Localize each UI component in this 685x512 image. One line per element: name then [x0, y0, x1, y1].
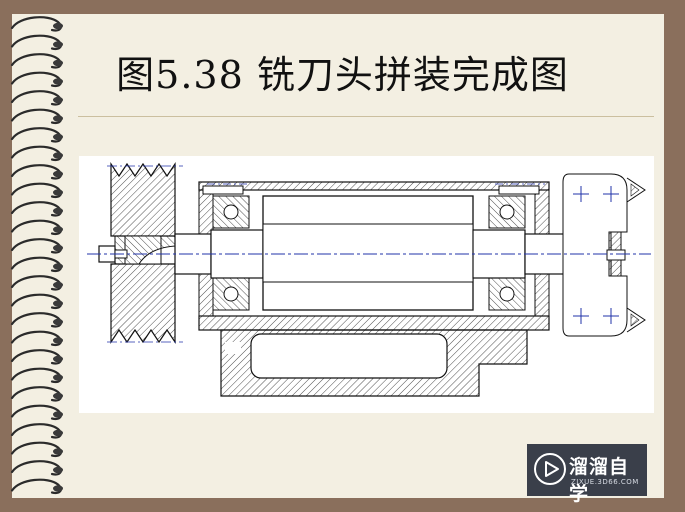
- binding-hole: [53, 374, 63, 381]
- binding-hole: [53, 115, 63, 122]
- binding-hole: [53, 41, 63, 48]
- spiral-coil: [10, 34, 62, 51]
- spiral-coil: [10, 256, 62, 273]
- spiral-coil: [10, 201, 62, 217]
- spiral-coil: [10, 423, 62, 439]
- spiral-coil: [10, 386, 62, 402]
- spiral-coil: [10, 349, 62, 365]
- spiral-coil: [10, 312, 62, 328]
- title-divider: [78, 116, 654, 117]
- spiral-coil: [10, 460, 62, 476]
- spiral-coil: [10, 478, 62, 495]
- binding-hole: [53, 189, 63, 196]
- bearing-right: [488, 195, 526, 311]
- housing: [198, 181, 550, 397]
- watermark-url: ZIXUE.3D66.COM: [571, 478, 639, 486]
- spiral-coil: [10, 108, 62, 125]
- binding-hole: [53, 96, 63, 104]
- bearing-left: [212, 195, 250, 311]
- play-logo-icon: [534, 453, 566, 485]
- watermark-badge: 溜溜自学 ZIXUE.3D66.COM: [527, 444, 647, 505]
- binding-hole: [53, 78, 63, 85]
- spiral-coil: [10, 53, 62, 69]
- binding-hole: [53, 244, 63, 252]
- spiral-coil: [10, 275, 62, 291]
- cover-screws: [202, 183, 545, 195]
- binding-hole: [53, 392, 63, 400]
- binding-hole: [53, 429, 63, 437]
- spiral-coil: [10, 441, 62, 458]
- page-title: 图5.38 铣刀头拼装完成图: [116, 53, 569, 97]
- spiral-coil: [10, 16, 62, 32]
- milling-cutter: [562, 173, 646, 337]
- assembly-drawing: [79, 156, 654, 413]
- binding-hole: [53, 411, 63, 418]
- binding-hole: [53, 59, 63, 67]
- spiral-coil: [10, 219, 62, 236]
- spiral-coil: [10, 127, 62, 143]
- binding-hole: [53, 466, 63, 474]
- watermark-name: 溜溜自学: [569, 456, 630, 505]
- binding-hole: [53, 226, 63, 233]
- binding-hole: [53, 207, 63, 215]
- spiral-coil: [10, 145, 62, 162]
- spiral-coil: [10, 367, 62, 384]
- binding-hole: [53, 22, 63, 30]
- spiral-binding: [10, 16, 63, 495]
- binding-hole: [53, 152, 63, 159]
- binding-hole: [53, 318, 63, 326]
- spiral-coil: [10, 404, 62, 421]
- binding-hole: [53, 300, 63, 307]
- milling-head-assembly-svg: [87, 162, 651, 397]
- spiral-coil: [10, 182, 62, 199]
- spiral-coil: [10, 90, 62, 106]
- binding-hole: [53, 448, 63, 455]
- binding-hole: [53, 337, 63, 344]
- binding-hole: [53, 281, 63, 289]
- spiral-coil: [10, 71, 62, 88]
- spiral-coil: [10, 293, 62, 310]
- binding-hole: [53, 263, 63, 270]
- binding-hole: [53, 170, 63, 178]
- binding-hole: [53, 485, 63, 492]
- binding-hole: [53, 133, 63, 141]
- spiral-coil: [10, 164, 62, 180]
- spiral-coil: [10, 330, 62, 347]
- binding-hole: [53, 355, 63, 363]
- spiral-coil: [10, 238, 62, 254]
